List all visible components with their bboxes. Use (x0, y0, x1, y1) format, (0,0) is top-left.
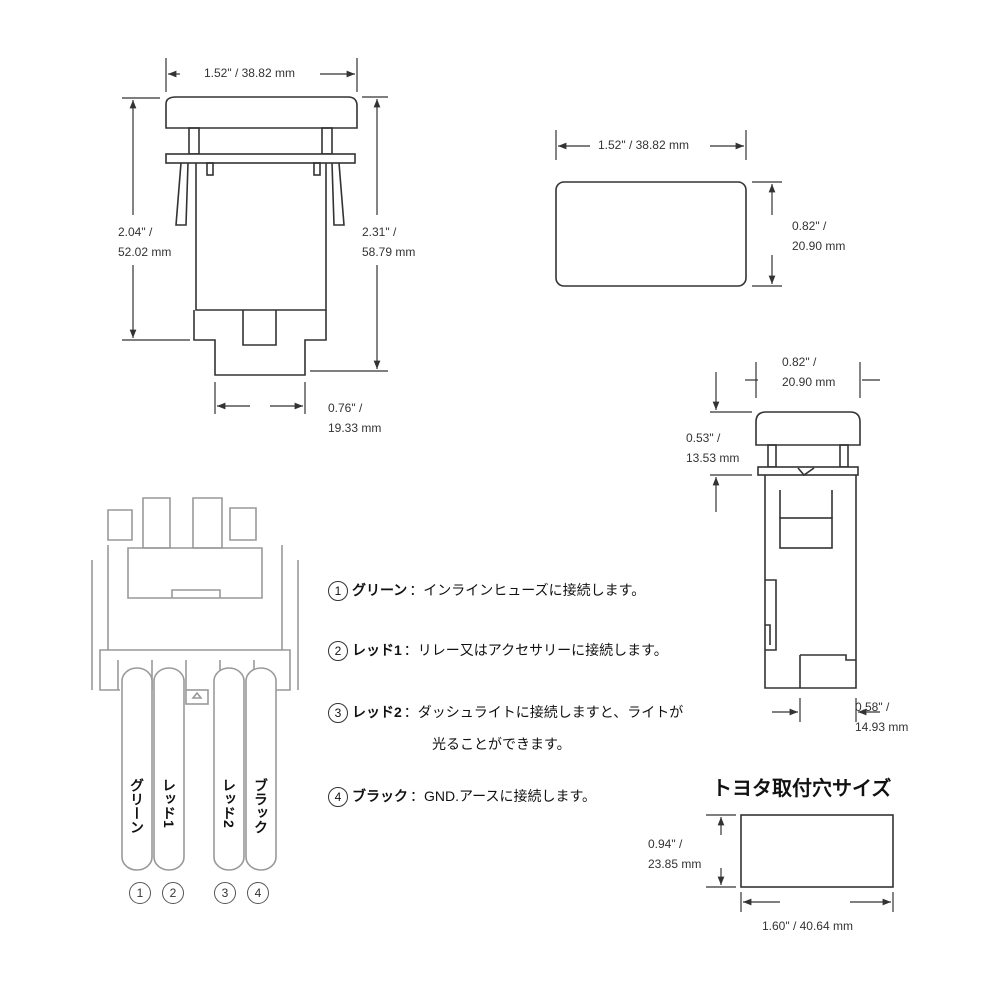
front-base-width-label-1: 0.76" / (328, 401, 363, 415)
top-view-drawing (555, 181, 747, 287)
wiring-item-color: グリーン (352, 582, 408, 598)
wire-label-red2: レッド2 (221, 778, 237, 828)
front-height-right-label-2: 58.79 mm (362, 245, 416, 259)
connector-drawing (91, 497, 299, 871)
side-cap-height-label-1: 0.53" / (686, 431, 721, 445)
toyota-hole-height-label-2: 23.85 mm (648, 857, 702, 871)
wiring-item-desc: ：インラインヒューズに接続します。 (409, 582, 646, 598)
front-height-left-label-1: 2.04" / (118, 225, 153, 239)
side-base-width-label-2: 14.93 mm (855, 720, 909, 734)
wire-number-1: 1 (129, 882, 151, 904)
top-height-label-1: 0.82" / (792, 219, 827, 233)
side-view-drawing (755, 411, 861, 689)
toyota-hole-drawing (740, 814, 894, 888)
wire-number-2: 2 (162, 882, 184, 904)
wiring-item-desc: ：ダッシュライトに接続しますと、ライトが (403, 704, 684, 720)
wiring-item-3-continued: 光ることができます。 (432, 736, 571, 752)
side-base-width-label-1: 0.58" / (855, 700, 890, 714)
side-view-dimensions (710, 362, 880, 722)
front-view-dimensions (122, 58, 388, 414)
side-cap-height-label-2: 13.53 mm (686, 451, 740, 465)
toyota-hole-dimensions (706, 814, 894, 912)
wire-label-red1: レッド1 (161, 778, 177, 828)
wire-label-black: ブラック (253, 778, 269, 834)
wiring-item-color: ブラック (352, 788, 408, 804)
wire-number-3: 3 (214, 882, 236, 904)
wiring-item-color: レッド2 (352, 704, 402, 720)
wiring-item-desc: ：GND.アースに接続します。 (410, 788, 597, 804)
side-top-width-label-2: 20.90 mm (782, 375, 836, 389)
wiring-item-number: 2 (328, 641, 348, 662)
toyota-hole-width-label: 1.60" / 40.64 mm (762, 919, 853, 933)
front-height-right-label-1: 2.31" / (362, 225, 397, 239)
wiring-item-number: 1 (328, 581, 348, 602)
top-view-dimensions (555, 130, 782, 287)
top-height-label-2: 20.90 mm (792, 239, 846, 253)
front-height-left-label-2: 52.02 mm (118, 245, 172, 259)
wiring-item-desc: ：リレー又はアクセサリーに接続します。 (403, 642, 668, 658)
wiring-item-number: 3 (328, 703, 348, 724)
front-width-label: 1.52" / 38.82 mm (204, 66, 295, 80)
top-width-label: 1.52" / 38.82 mm (598, 138, 689, 152)
wiring-item-color: レッド1 (352, 642, 402, 658)
wire-number-4: 4 (247, 882, 269, 904)
side-top-width-label-1: 0.82" / (782, 355, 817, 369)
wiring-item-number: 4 (328, 787, 348, 808)
toyota-hole-title: トヨタ取付穴サイズ (712, 778, 892, 800)
front-view-drawing (165, 96, 358, 376)
toyota-hole-height-label-1: 0.94" / (648, 837, 683, 851)
wire-label-green: グリーン (129, 778, 145, 834)
front-base-width-label-2: 19.33 mm (328, 421, 382, 435)
